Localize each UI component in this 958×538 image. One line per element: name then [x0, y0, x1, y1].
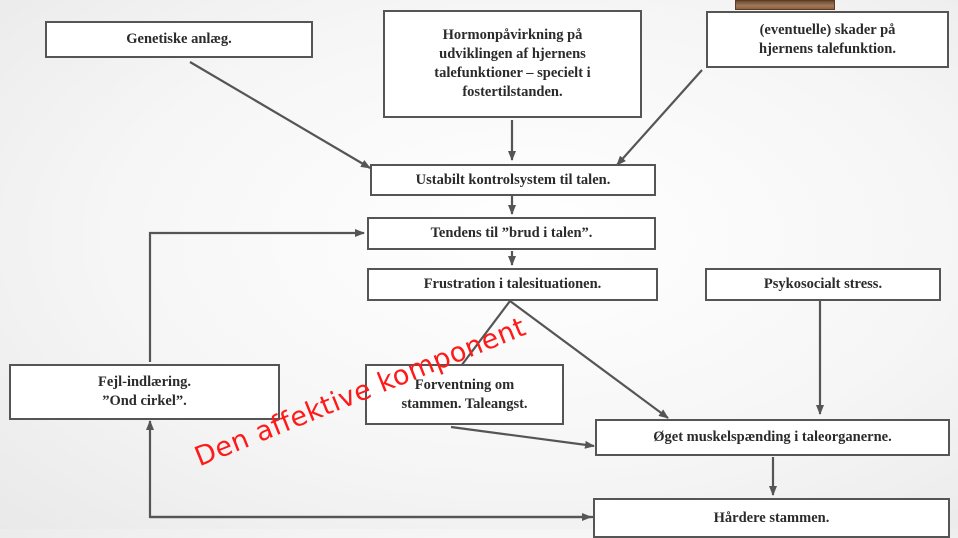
box-hormone: Hormonpåvirkning på udviklingen af hjern…	[383, 10, 642, 118]
box-tension: Øget muskelspænding i taleorganerne.	[595, 419, 950, 456]
box-expectation: Forventning om stammen. Taleangst.	[365, 364, 564, 425]
arrow-genetic-to-unstable	[189, 61, 371, 169]
box-damage: (eventuelle) skader på hjernens talefunk…	[706, 11, 949, 68]
box-mislearning: Fejl-indlæring. ”Ond cirkel”.	[9, 364, 280, 420]
box-tendency: Tendens til ”brud i talen”.	[367, 217, 656, 250]
arrow-frustration-to-tension	[509, 300, 669, 419]
arrow-expectation-to-tension	[450, 425, 595, 449]
arrow-damage-to-unstable	[616, 69, 703, 166]
arrow-mislearning-to-tendency	[148, 229, 365, 362]
photo-thumbnail	[735, 0, 835, 10]
box-unstable: Ustabilt kontrolsystem til talen.	[370, 164, 656, 196]
box-psychosocial: Psykosocialt stress.	[705, 268, 941, 301]
box-frustration: Frustration i talesituationen.	[367, 268, 658, 301]
box-genetic: Genetiske anlæg.	[45, 21, 313, 58]
box-harder: Hårdere stammen.	[593, 498, 950, 538]
